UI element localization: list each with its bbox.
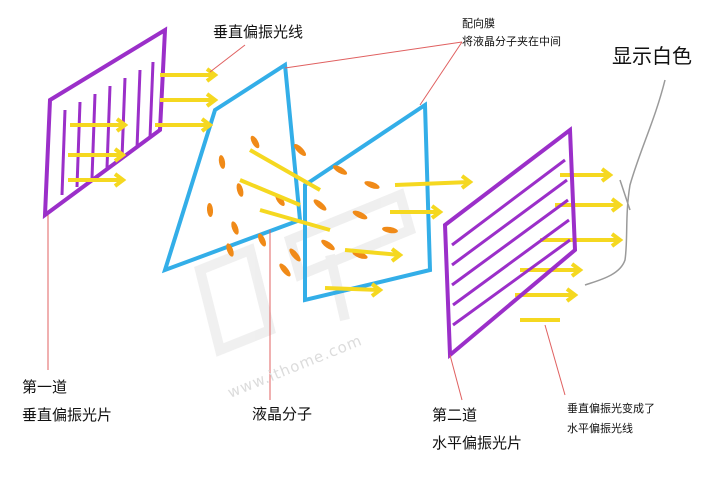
- label-alignment-film-desc: 将液晶分子夹在中间: [462, 35, 561, 48]
- liquid-crystal-molecules: [206, 135, 398, 277]
- second-polarizer: [442, 126, 578, 360]
- label-second-polarizer-name: 水平偏振光片: [432, 434, 523, 452]
- label-alignment-film-title: 配向膜: [462, 17, 495, 30]
- output-light: [584, 79, 666, 286]
- leader-lines: [47, 41, 566, 401]
- label-first-polarizer-order: 第一道: [22, 378, 68, 396]
- alignment-film-back: [303, 101, 433, 303]
- first-polarizer: [42, 26, 168, 220]
- label-vertical-polarized-light: 垂直偏振光线: [213, 23, 304, 41]
- label-became-horizontal-1: 垂直偏振光变成了: [567, 402, 655, 415]
- light-arrows: [68, 67, 624, 322]
- label-display-white: 显示白色: [612, 44, 692, 68]
- label-first-polarizer-name: 垂直偏振光片: [22, 406, 113, 424]
- label-liquid-crystal: 液晶分子: [252, 405, 313, 423]
- label-second-polarizer-order: 第二道: [432, 406, 478, 424]
- label-became-horizontal-2: 水平偏振光线: [567, 422, 633, 435]
